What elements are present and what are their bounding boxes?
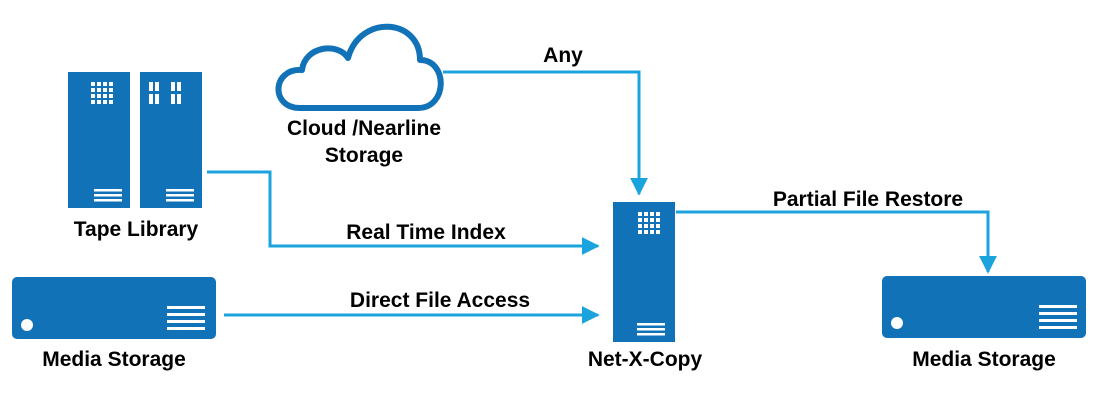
- media-storage-left-label: Media Storage: [42, 348, 186, 371]
- tape-library-label: Tape Library: [74, 218, 199, 241]
- edge-label-partial-file-restore: Partial File Restore: [773, 188, 963, 211]
- edge-label-direct-file-access: Direct File Access: [350, 289, 530, 312]
- edge-label-real-time-index: Real Time Index: [346, 221, 506, 244]
- media-storage-right-label: Media Storage: [912, 348, 1056, 371]
- server-tower-icon: [613, 202, 675, 342]
- cloud-label-line2: Storage: [325, 144, 403, 167]
- edge-netx-to-media: [676, 210, 997, 274]
- edge-label-any: Any: [543, 44, 583, 67]
- tape-library-icon: [68, 72, 202, 208]
- storage-array-icon: [882, 276, 1086, 338]
- cloud-label-line1: Cloud /Nearline: [287, 117, 441, 140]
- net-x-copy-label: Net-X-Copy: [588, 348, 703, 371]
- edge-tape-to-netx: [207, 170, 600, 255]
- storage-array-icon: [12, 277, 216, 339]
- edge-cloud-to-netx: [443, 70, 648, 196]
- cloud-icon: [275, 23, 444, 111]
- connectors: [207, 70, 997, 324]
